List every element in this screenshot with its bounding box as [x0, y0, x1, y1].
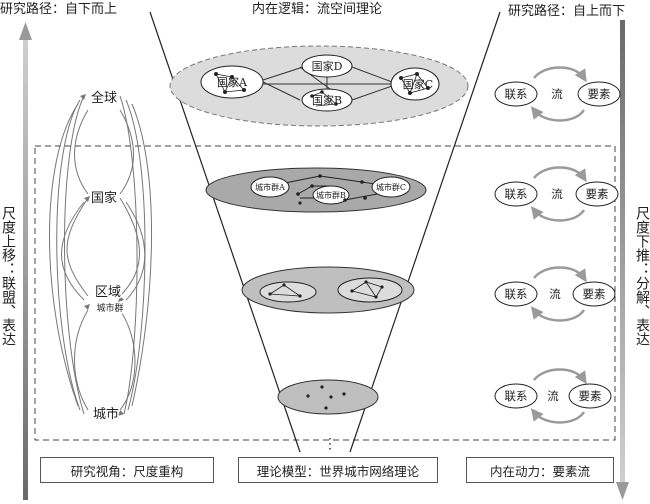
scale-label-region-sub: 城市群	[96, 302, 123, 314]
box-theory-model: 理论模型：世界城市网络理论	[238, 457, 438, 483]
node-citygroup-a: 城市群A	[255, 182, 285, 192]
cycle-3	[494, 266, 616, 322]
scale-label-global: 全球	[91, 90, 117, 106]
dashed-frame	[34, 145, 616, 441]
node-country-d: 国家D	[312, 59, 343, 73]
cycle-4-element: 要素	[579, 389, 602, 403]
scale-down-arrow	[616, 20, 629, 500]
cycle-1-flow: 流	[551, 87, 563, 101]
scale-loop-arrowheads	[80, 94, 124, 416]
title-right: 研究路径：自上而下	[508, 4, 626, 19]
cycle-1-link: 联系	[505, 87, 528, 101]
scale-up-arrow	[19, 22, 32, 500]
cycle-1	[494, 66, 621, 122]
side-label-left: 尺度上移：联盟、表达	[0, 206, 16, 346]
node-country-b: 国家B	[312, 93, 342, 107]
scale-loops-left	[49, 95, 152, 415]
scale-label-city: 城市	[93, 406, 119, 422]
funnel-layer-city	[277, 379, 379, 415]
cycle-group	[494, 66, 621, 424]
cycle-2	[494, 166, 619, 222]
scale-label-country: 国家	[91, 190, 117, 206]
cycle-3-element: 要素	[583, 287, 606, 301]
funnel-layer-region	[241, 266, 415, 314]
node-country-c: 国家C	[403, 77, 433, 91]
cycle-2-element: 要素	[586, 187, 609, 201]
cycle-4-flow: 流	[547, 389, 559, 403]
node-country-a: 国家A	[217, 75, 248, 89]
cycle-2-link: 联系	[505, 187, 528, 201]
side-label-right: 尺度下推：分解、表达	[634, 206, 650, 346]
cycle-2-flow: 流	[551, 187, 563, 201]
cycle-3-flow: 流	[549, 287, 561, 301]
title-left: 研究路径：自下而上	[0, 2, 118, 17]
box-research-perspective: 研究视角：尺度重构	[40, 457, 214, 483]
node-citygroup-c: 城市群C	[376, 182, 406, 192]
cycle-4	[494, 368, 612, 424]
funnel-ellipsis: ⋮	[323, 436, 337, 452]
cycle-3-link: 联系	[505, 287, 528, 301]
scale-label-region: 区域	[95, 285, 121, 300]
node-citygroup-b: 城市群B	[316, 190, 346, 200]
box-driving-force: 内在动力：要素流	[466, 457, 614, 483]
funnel-layer-global: 国家A 国家D 国家B 国家C	[169, 45, 469, 127]
title-center: 内在逻辑：流空间理论	[252, 2, 383, 17]
cycle-4-link: 联系	[505, 389, 528, 403]
funnel-layer-country: 城市群A 城市群B 城市群C	[205, 167, 427, 213]
cycle-1-element: 要素	[588, 87, 611, 101]
